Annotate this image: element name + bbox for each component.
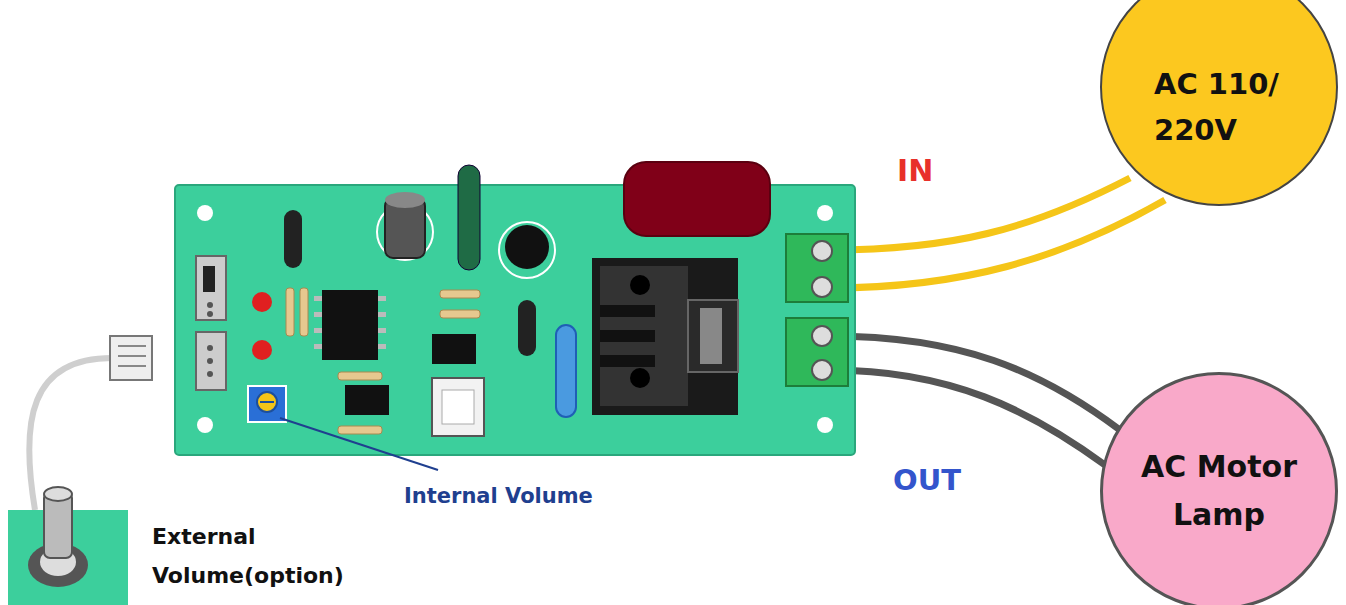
source-circle: AC Motor Lamp (1100, 372, 1338, 605)
ext-pot (8, 487, 128, 605)
mount-holes (197, 205, 833, 433)
board-connectors (196, 256, 226, 390)
out-label: OUT (893, 455, 983, 506)
input-wire (830, 200, 1165, 288)
leader-line (280, 418, 438, 470)
output-wire (830, 370, 1105, 465)
ext-pot-label: External Volume(option) (152, 518, 352, 595)
in-label: IN (897, 145, 977, 198)
resistors (286, 288, 480, 434)
ic-chips (314, 290, 484, 436)
x2-capacitor (624, 162, 770, 236)
terminal-block (786, 234, 848, 386)
film-capacitor (556, 325, 576, 417)
triac-heatsink (592, 258, 738, 415)
circle-label: AC Motor Lamp (1139, 443, 1299, 539)
ext-plug (110, 336, 152, 380)
output-wire (830, 336, 1120, 430)
trimmer-label: Internal Volume (404, 478, 634, 515)
trimmer-pot (248, 386, 286, 422)
leds (252, 292, 272, 360)
circle-label: AC 110/ 220V (1154, 61, 1284, 154)
source-circle: AC 110/ 220V (1100, 0, 1338, 206)
pot-cable (29, 358, 112, 510)
